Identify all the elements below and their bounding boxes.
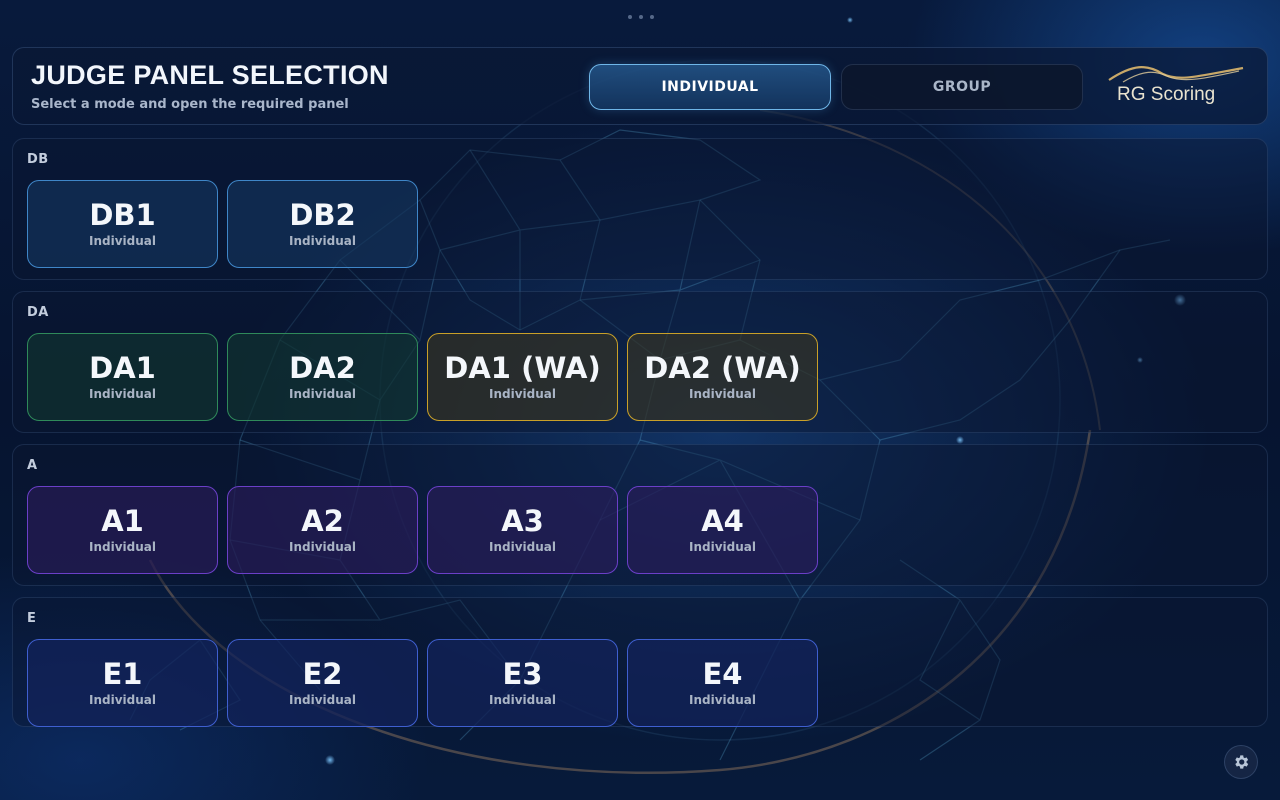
panel-card-e2[interactable]: E2 Individual	[227, 639, 418, 727]
section-e: E E1 Individual E2 Individual E3 Individ…	[12, 597, 1268, 727]
panel-name: A1	[101, 503, 144, 538]
section-db: DB DB1 Individual DB2 Individual	[12, 138, 1268, 280]
panel-card-da2-wa[interactable]: DA2 (WA) Individual	[627, 333, 818, 421]
panel-name: E2	[302, 656, 343, 691]
panel-mode: Individual	[89, 540, 156, 555]
header-bar: JUDGE PANEL SELECTION Select a mode and …	[12, 47, 1268, 125]
panel-name: A2	[301, 503, 344, 538]
panel-name: A4	[701, 503, 744, 538]
panel-name: A3	[501, 503, 544, 538]
panel-card-a1[interactable]: A1 Individual	[27, 486, 218, 574]
gear-icon	[1235, 755, 1249, 769]
panel-card-e4[interactable]: E4 Individual	[627, 639, 818, 727]
handle-dot	[639, 15, 643, 19]
panel-card-da2[interactable]: DA2 Individual	[227, 333, 418, 421]
section-da: DA DA1 Individual DA2 Individual DA1 (WA…	[12, 291, 1268, 433]
panel-name: DA1 (WA)	[444, 350, 601, 385]
page-subtitle: Select a mode and open the required pane…	[31, 97, 349, 112]
handle-dot	[628, 15, 632, 19]
panel-name: E3	[502, 656, 543, 691]
panel-card-a4[interactable]: A4 Individual	[627, 486, 818, 574]
panel-card-e1[interactable]: E1 Individual	[27, 639, 218, 727]
panel-mode: Individual	[89, 693, 156, 708]
drag-handle-icon[interactable]	[628, 14, 654, 20]
settings-button[interactable]	[1224, 745, 1258, 779]
panel-name: E1	[102, 656, 143, 691]
panel-name: DA2 (WA)	[644, 350, 801, 385]
panel-card-a3[interactable]: A3 Individual	[427, 486, 618, 574]
mode-individual-button[interactable]: INDIVIDUAL	[589, 64, 831, 110]
section-a: A A1 Individual A2 Individual A3 Individ…	[12, 444, 1268, 586]
panel-card-db2[interactable]: DB2 Individual	[227, 180, 418, 268]
panel-mode: Individual	[289, 693, 356, 708]
section-label: DB	[27, 152, 49, 167]
panel-mode: Individual	[489, 387, 556, 402]
panel-mode: Individual	[289, 387, 356, 402]
panel-mode: Individual	[689, 540, 756, 555]
panel-name: DA1	[89, 350, 156, 385]
panel-name: DB1	[89, 197, 156, 232]
panel-mode: Individual	[89, 387, 156, 402]
panel-card-db1[interactable]: DB1 Individual	[27, 180, 218, 268]
panel-mode: Individual	[89, 234, 156, 249]
rg-scoring-logo: RG Scoring	[1103, 62, 1249, 112]
panel-card-da1[interactable]: DA1 Individual	[27, 333, 218, 421]
logo-text: RG Scoring	[1117, 84, 1216, 105]
panel-mode: Individual	[489, 693, 556, 708]
mode-group-button[interactable]: GROUP	[841, 64, 1083, 110]
panel-name: DB2	[289, 197, 356, 232]
page-title: JUDGE PANEL SELECTION	[31, 60, 389, 90]
panel-mode: Individual	[289, 540, 356, 555]
panel-card-a2[interactable]: A2 Individual	[227, 486, 418, 574]
section-label: E	[27, 611, 37, 626]
panel-mode: Individual	[689, 387, 756, 402]
section-label: A	[27, 458, 38, 473]
panel-mode: Individual	[289, 234, 356, 249]
panel-mode: Individual	[689, 693, 756, 708]
panel-name: DA2	[289, 350, 356, 385]
panel-card-da1-wa[interactable]: DA1 (WA) Individual	[427, 333, 618, 421]
section-label: DA	[27, 305, 49, 320]
handle-dot	[650, 15, 654, 19]
logo-swoosh	[1108, 66, 1244, 83]
panel-card-e3[interactable]: E3 Individual	[427, 639, 618, 727]
panel-mode: Individual	[489, 540, 556, 555]
panel-name: E4	[702, 656, 743, 691]
